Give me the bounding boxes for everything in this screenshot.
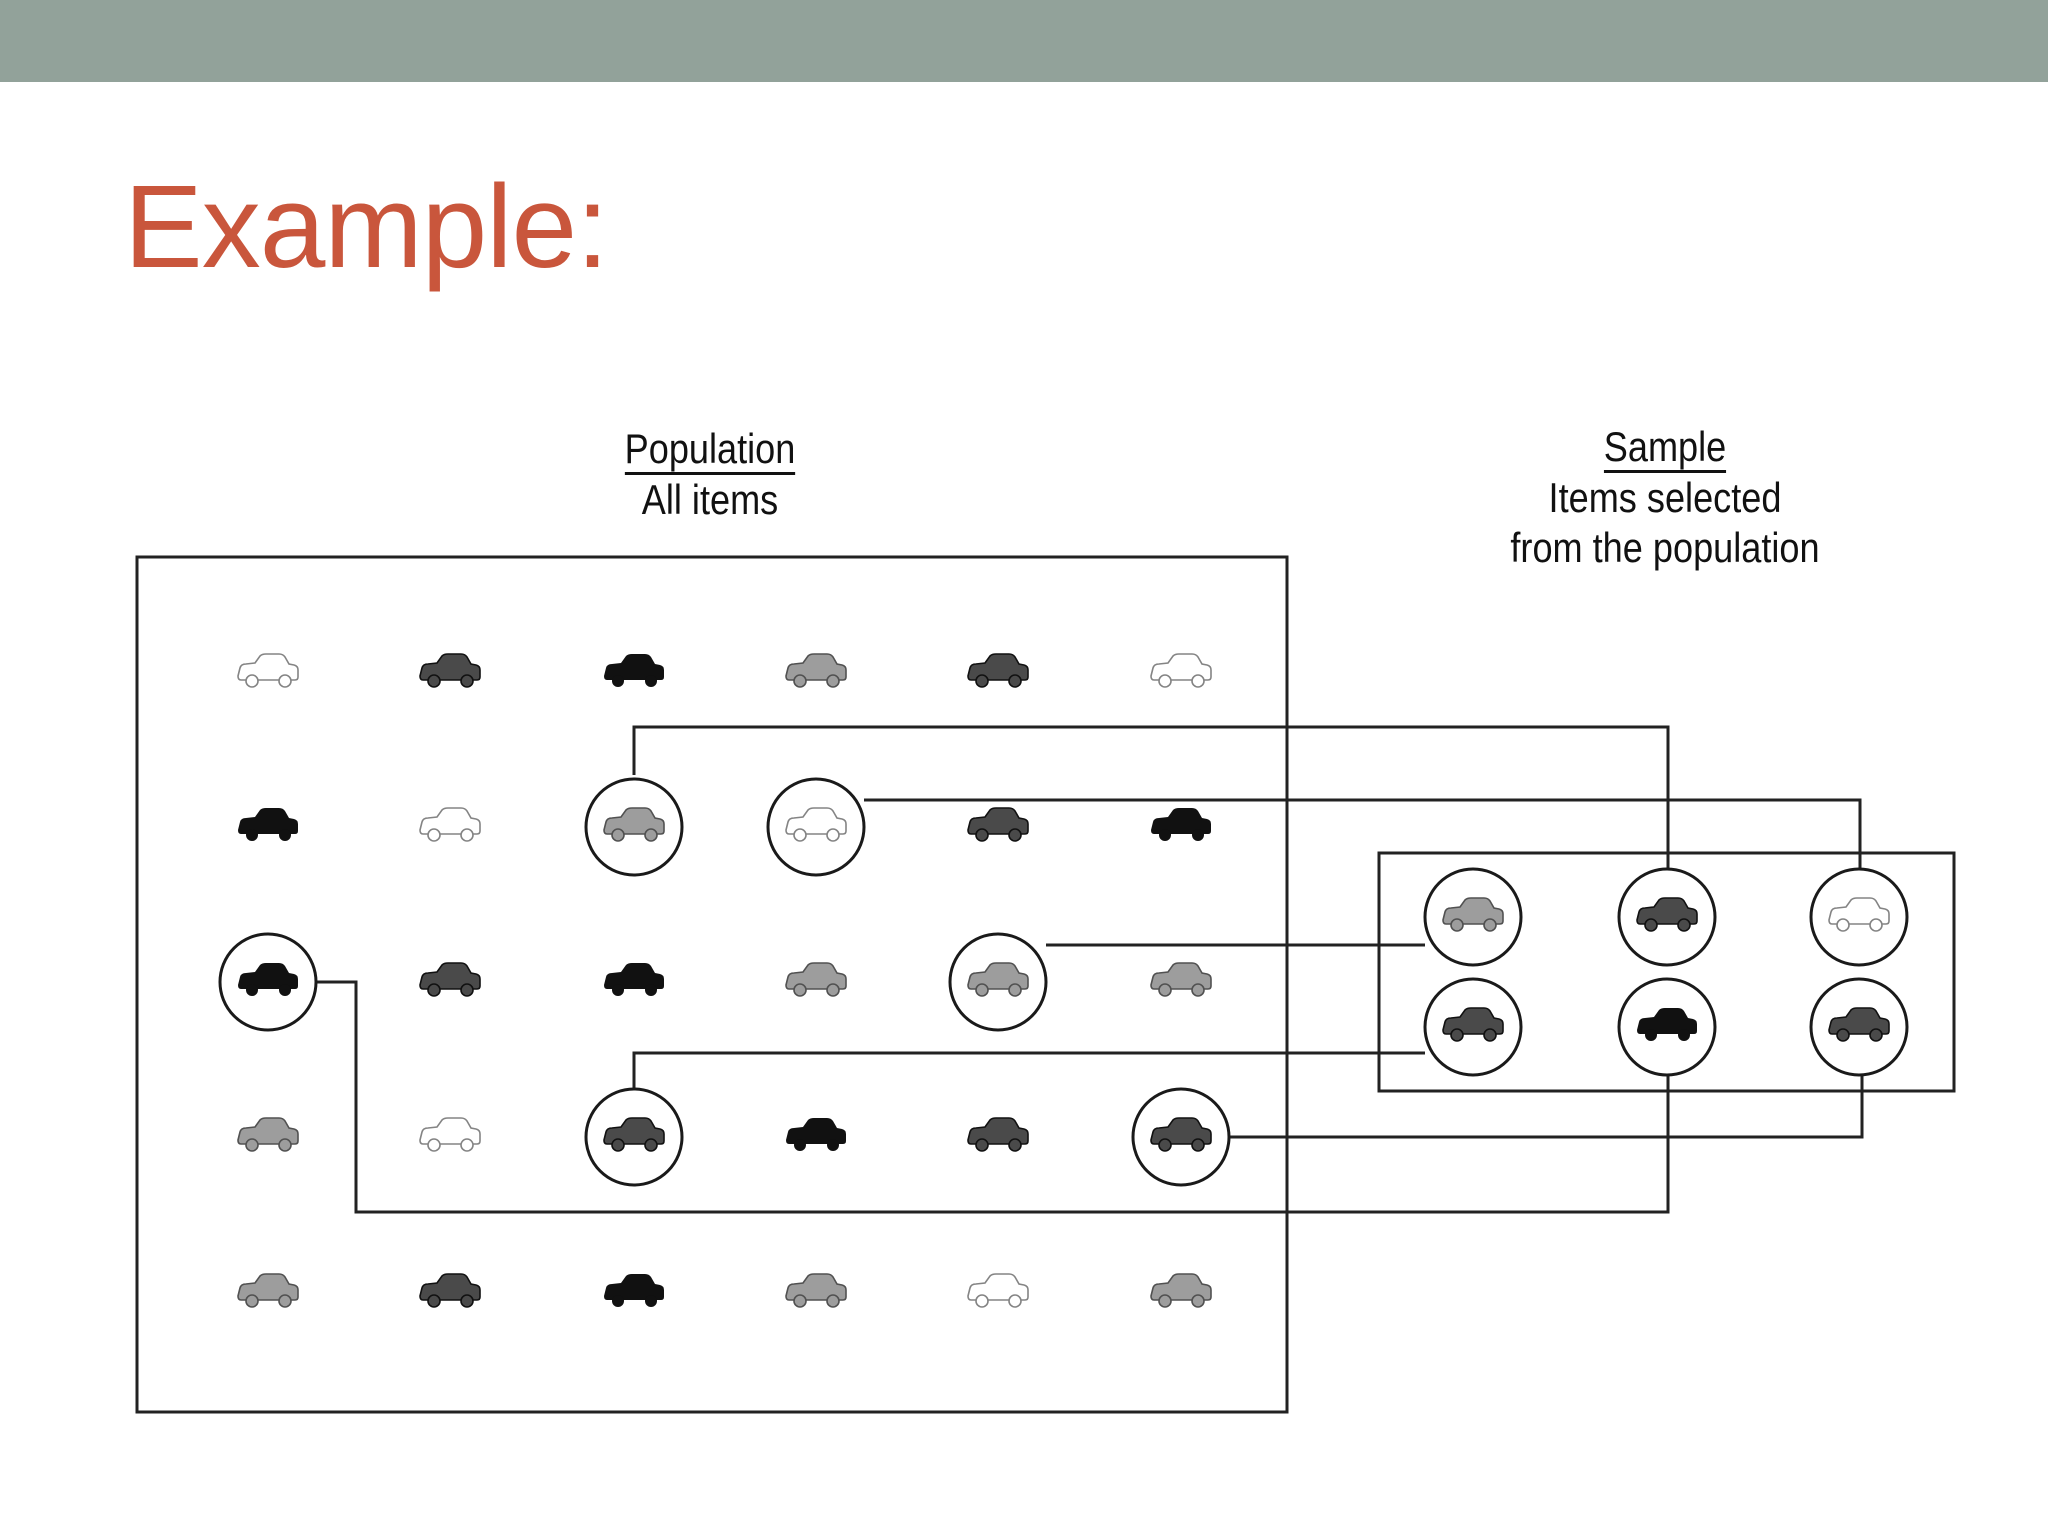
connector-line [864,798,1862,869]
sample-subheading-line2: from the population [1510,524,1820,571]
car-icon [786,1118,846,1151]
car-icon [967,1273,1029,1308]
car-icon [237,1273,299,1308]
population-label: Population All items [572,424,847,525]
car-icon [604,654,664,687]
car-icon [419,962,481,997]
population-items [218,653,1231,1308]
car-icon [1150,653,1212,688]
selection-connectors [316,725,1864,1214]
population-heading: Population [624,426,796,475]
car-icon [1151,808,1211,841]
connector-line [316,980,1670,1214]
car-icon [238,808,298,841]
car-icon [1150,962,1212,997]
car-icon [967,653,1029,688]
car-icon [967,1117,1029,1152]
car-icon [237,1117,299,1152]
car-icon [785,962,847,997]
car-icon [419,807,481,842]
connector-line [1229,1075,1864,1139]
connector-line [632,725,1670,869]
slide-title: Example: [124,161,609,293]
car-icon [604,963,664,996]
sample-heading: Sample [1603,424,1727,473]
car-icon [419,1117,481,1152]
car-icon [1150,1273,1212,1308]
car-icon [604,1274,664,1307]
sample-label: Sample Items selected from the populatio… [1472,422,1859,573]
sample-box [1377,851,1956,1093]
car-icon [785,1273,847,1308]
top-band [0,0,2048,82]
connector-line [632,1051,1425,1089]
sample-subheading-line1: Items selected [1548,474,1782,521]
population-subheading: All items [641,476,779,523]
car-icon [237,653,299,688]
sample-items [1423,867,1909,1077]
car-icon [785,653,847,688]
car-icon [419,1273,481,1308]
car-icon [419,653,481,688]
population-box [135,555,1289,1414]
car-icon [967,807,1029,842]
